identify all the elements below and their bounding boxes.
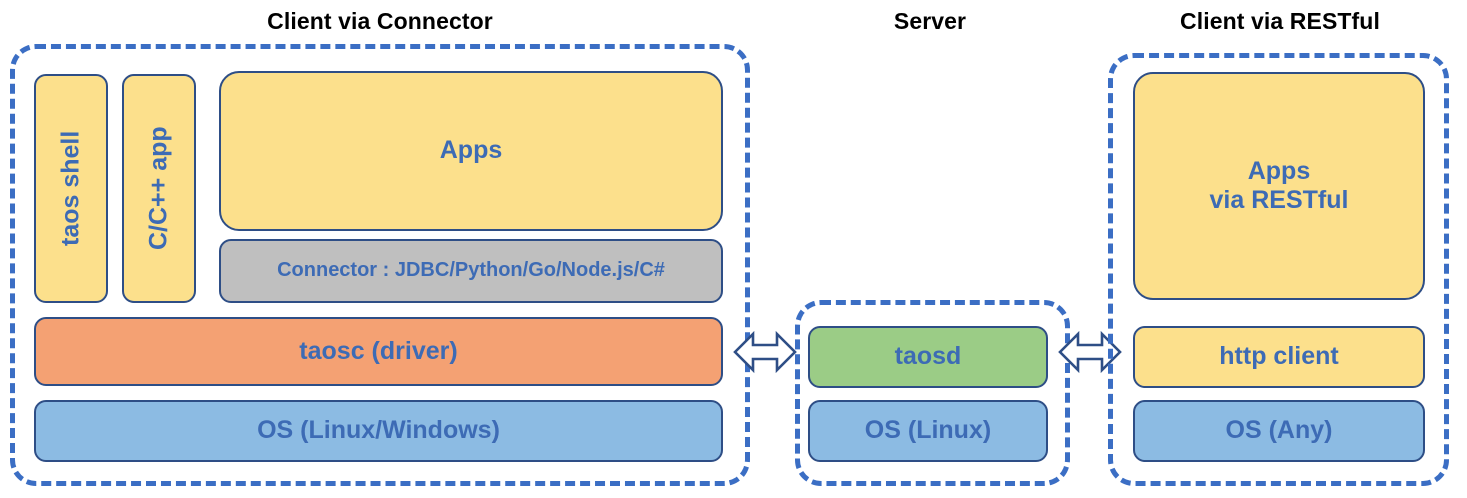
group-client-via-restful — [1108, 53, 1449, 486]
box-taosc-driver-label: taosc (driver) — [299, 336, 458, 365]
box-taosc-driver[interactable]: taosc (driver) — [34, 317, 723, 386]
box-os-any-label: OS (Any) — [1225, 416, 1333, 445]
box-c-cpp-app[interactable]: C/C++ app — [122, 74, 196, 303]
box-taos-shell-label: taos shell — [56, 130, 85, 247]
box-apps-connector-label: Apps — [439, 136, 503, 165]
box-connector-list-label: Connector : JDBC/Python/Go/Node.js/C# — [277, 259, 665, 282]
box-connector-list[interactable]: Connector : JDBC/Python/Go/Node.js/C# — [219, 239, 723, 303]
box-apps-via-restful-label: Apps via RESTful — [1209, 156, 1349, 215]
box-os-any[interactable]: OS (Any) — [1133, 400, 1425, 462]
box-taosd[interactable]: taosd — [808, 326, 1048, 388]
box-http-client[interactable]: http client — [1133, 326, 1425, 388]
bidirectional-arrow-left — [733, 330, 797, 374]
box-taos-shell[interactable]: taos shell — [34, 74, 108, 303]
bidirectional-arrow-right — [1058, 330, 1122, 374]
box-os-linux[interactable]: OS (Linux) — [808, 400, 1048, 462]
box-apps-connector[interactable]: Apps — [219, 71, 723, 231]
box-http-client-label: http client — [1219, 342, 1339, 371]
box-c-cpp-app-label: C/C++ app — [144, 126, 173, 251]
group-server — [795, 300, 1070, 486]
group-client-via-connector — [10, 44, 750, 486]
section-title-server: Server — [893, 8, 967, 34]
box-apps-via-restful[interactable]: Apps via RESTful — [1133, 72, 1425, 300]
box-os-linux-windows[interactable]: OS (Linux/Windows) — [34, 400, 723, 462]
section-title-client-connector: Client via Connector — [267, 8, 493, 34]
box-os-linux-label: OS (Linux) — [864, 416, 992, 445]
box-taosd-label: taosd — [894, 342, 962, 371]
box-os-linux-windows-label: OS (Linux/Windows) — [257, 416, 500, 445]
section-title-client-restful: Client via RESTful — [1180, 8, 1380, 34]
